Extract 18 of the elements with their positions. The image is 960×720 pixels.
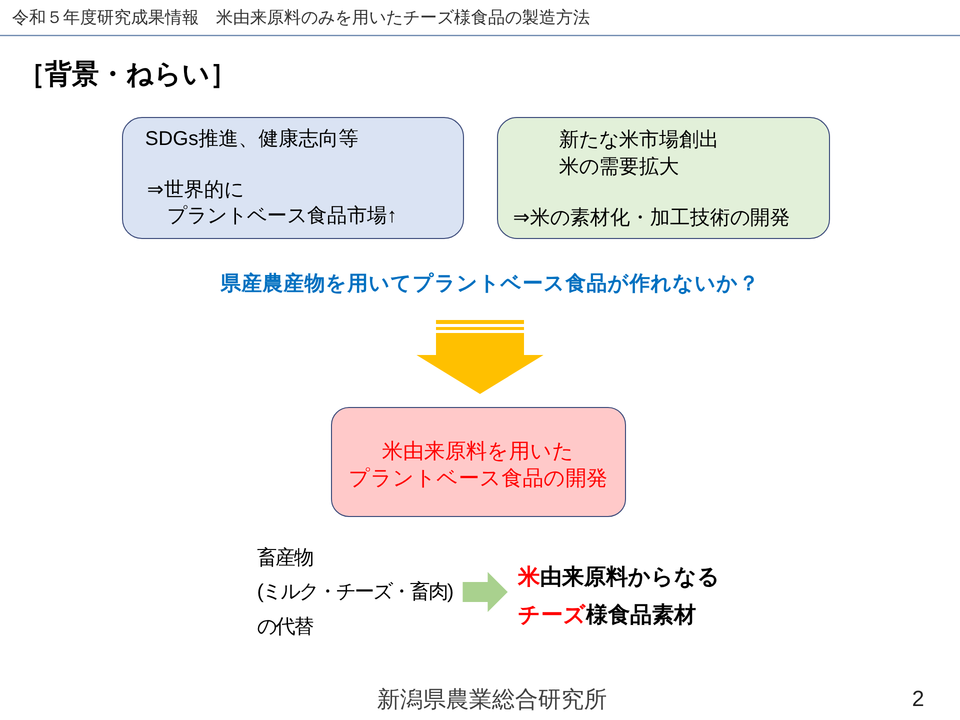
box-text: ⇒世界的にプラントベース食品市場↑ (147, 178, 397, 229)
box-text: SDGs推進、健康志向等 (145, 127, 358, 152)
box-text: 米由来原料を用いたプラントベース食品の開発 (348, 438, 608, 492)
section-title: ［背景・ねらい］ (18, 58, 237, 91)
box-text: 新たな米市場創出 (559, 128, 719, 153)
result-box (331, 407, 626, 517)
block-arrow (416, 320, 544, 394)
footer-text: 新潟県農業総合研究所 (377, 685, 607, 713)
box-text: ⇒米の素材化・加工技術の開発 (513, 206, 790, 230)
note-text: 畜産物(ミルク・チーズ・畜肉)の代替 (257, 540, 452, 644)
info-box (497, 117, 830, 239)
header-text: 令和５年度研究成果情報 米由来原料のみを用いたチーズ様食品の製造方法 (12, 7, 590, 29)
highlight-text: 米由来原料からなるチーズ様食品素材 (518, 558, 720, 634)
box-text: 米の需要拡大 (559, 155, 679, 180)
info-box (122, 117, 464, 239)
page-number: 2 (912, 685, 924, 713)
question-text: 県産農産物を用いてプラントベース食品が作れないか？ (220, 271, 760, 297)
block-arrow (462, 572, 508, 612)
